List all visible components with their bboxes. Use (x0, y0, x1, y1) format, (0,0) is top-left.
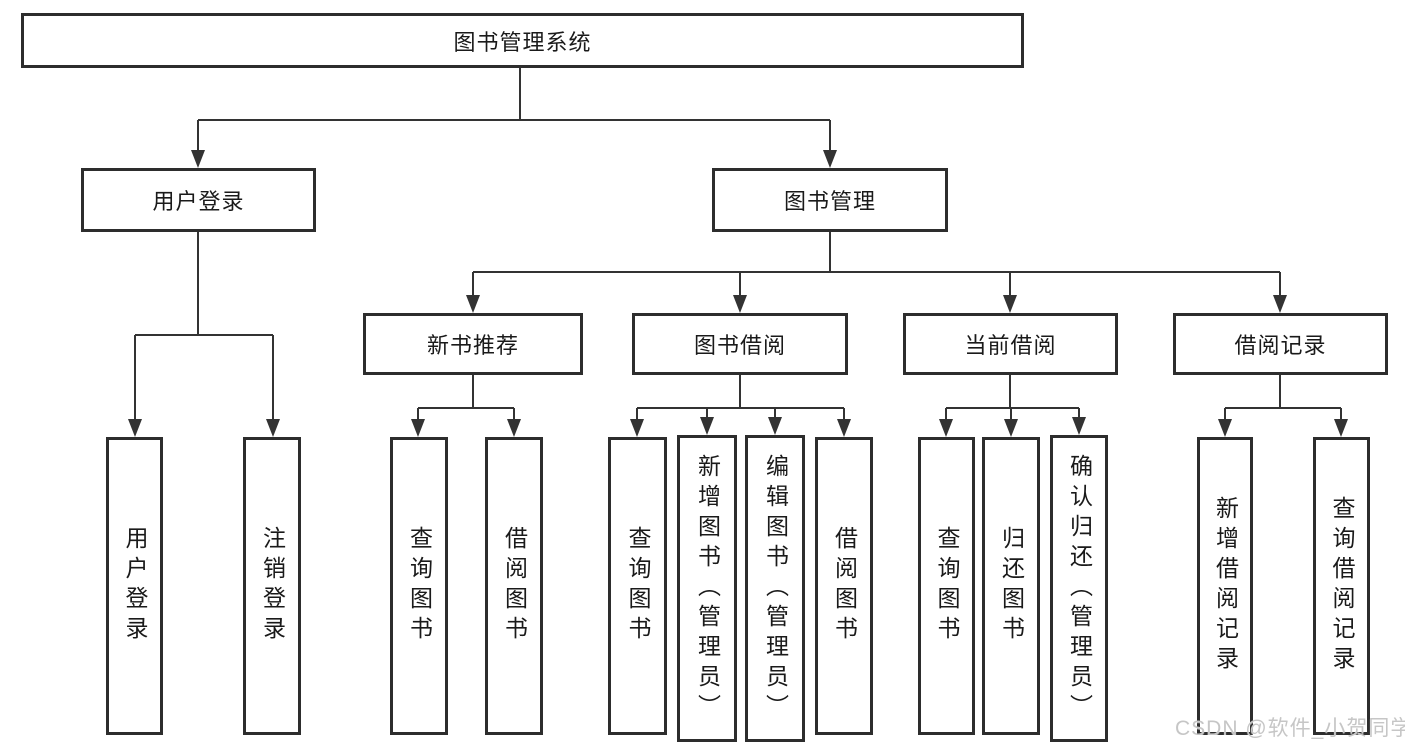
node-user-login: 用户登录 (81, 168, 316, 232)
leaf-bb-add-books-admin: 新增图书（管理员） (677, 435, 737, 742)
leaf-cb-query-books-label: 查询图书 (934, 526, 960, 646)
node-book-borrowing: 图书借阅 (632, 313, 848, 375)
node-new-book-recommend: 新书推荐 (363, 313, 583, 375)
leaf-bb-query-books: 查询图书 (608, 437, 667, 735)
leaf-cb-query-books: 查询图书 (918, 437, 975, 735)
leaf-bb-add-books-admin-label: 新增图书（管理员） (694, 453, 721, 724)
node-new-book-recommend-label: 新书推荐 (426, 333, 519, 358)
csdn-watermark: CSDN @软件_小贺同学 (1175, 717, 1405, 740)
leaf-bb-edit-books-admin-label: 编辑图书（管理员） (762, 453, 789, 724)
node-book-management: 图书管理 (712, 168, 948, 232)
leaf-cb-return-books-label: 归还图书 (998, 526, 1025, 646)
leaf-user-login: 用户登录 (106, 437, 163, 735)
leaf-cb-confirm-return-admin: 确认归还（管理员） (1050, 435, 1108, 742)
node-user-login-label: 用户登录 (152, 189, 245, 214)
node-root-label: 图书管理系统 (453, 29, 592, 55)
tree-edges (134, 68, 1342, 420)
leaf-br-query-record: 查询借阅记录 (1313, 437, 1370, 735)
leaf-br-add-record-label: 新增借阅记录 (1212, 496, 1239, 676)
node-current-borrowing: 当前借阅 (903, 313, 1118, 375)
node-current-borrowing-label: 当前借阅 (964, 333, 1057, 358)
leaf-user-login-label: 用户登录 (122, 526, 148, 646)
node-root-system: 图书管理系统 (21, 13, 1024, 68)
leaf-bb-edit-books-admin: 编辑图书（管理员） (745, 435, 805, 742)
node-book-management-label: 图书管理 (783, 189, 876, 214)
leaf-br-query-record-label: 查询借阅记录 (1329, 496, 1355, 676)
leaf-br-add-record: 新增借阅记录 (1197, 437, 1253, 735)
leaf-nb-borrow-books: 借阅图书 (485, 437, 543, 735)
leaf-bb-borrow-books-label: 借阅图书 (831, 526, 858, 646)
leaf-logout: 注销登录 (243, 437, 301, 735)
leaf-bb-query-books-label: 查询图书 (625, 526, 651, 646)
leaf-bb-borrow-books: 借阅图书 (815, 437, 873, 735)
leaf-nb-borrow-books-label: 借阅图书 (501, 526, 528, 646)
node-borrowing-records: 借阅记录 (1173, 313, 1388, 375)
node-borrowing-records-label: 借阅记录 (1234, 333, 1327, 358)
leaf-cb-return-books: 归还图书 (982, 437, 1040, 735)
leaf-nb-query-books-label: 查询图书 (406, 526, 433, 646)
node-book-borrowing-label: 图书借阅 (693, 333, 786, 358)
leaf-logout-label: 注销登录 (259, 526, 286, 646)
leaf-cb-confirm-return-admin-label: 确认归还（管理员） (1066, 453, 1093, 724)
leaf-nb-query-books: 查询图书 (390, 437, 448, 735)
